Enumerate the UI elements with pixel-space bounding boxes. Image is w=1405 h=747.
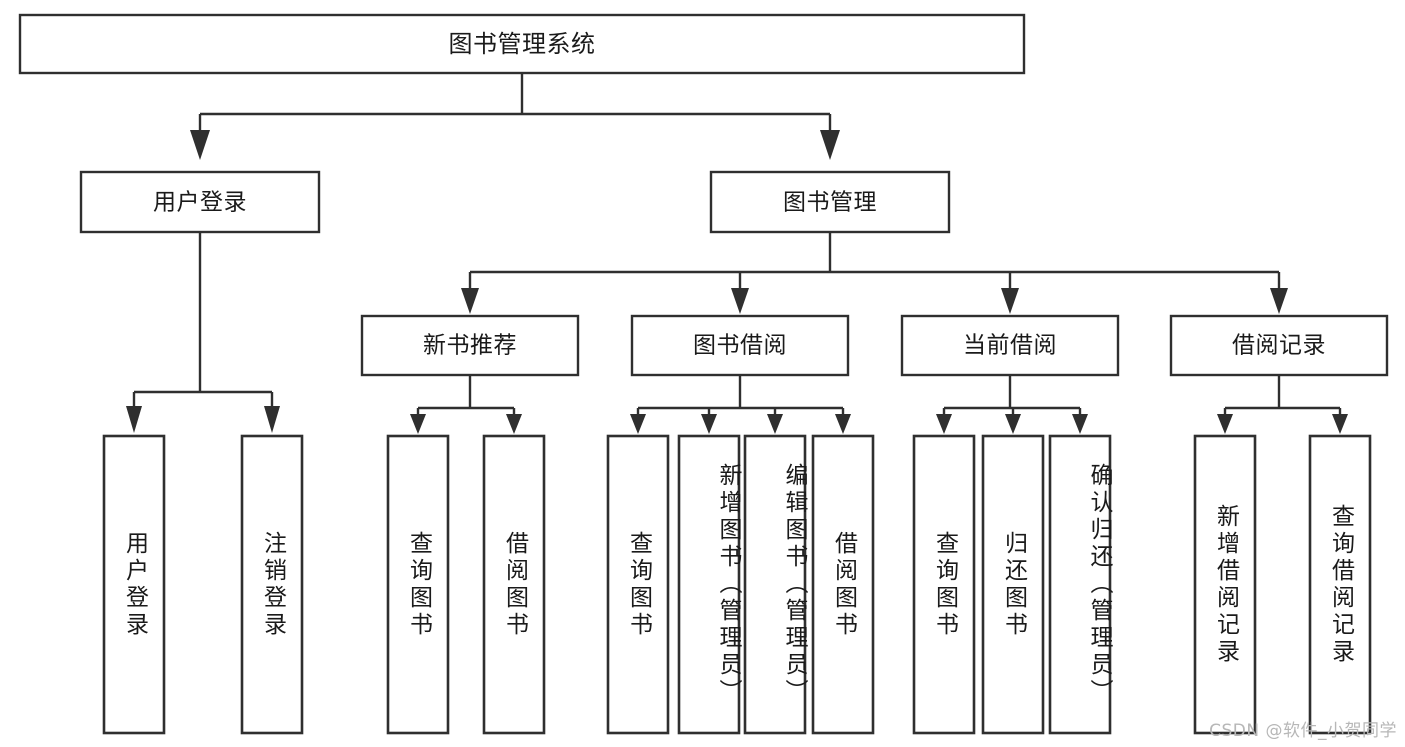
leaf-box-query-record[interactable] [1308,434,1372,735]
arrow-head-user-login [190,130,210,160]
connector-group-user-login-leaves [126,232,280,433]
arrow-head-book-manage [820,130,840,160]
leaf-box-add-record[interactable] [1193,434,1257,735]
node-new-book-rec-label: 新书推荐 [423,333,517,359]
csdn-watermark: CSDN @软件_小贺同学 [1209,721,1397,741]
leaf-box-confirm-return[interactable] [1048,434,1112,735]
node-current-borrow-label: 当前借阅 [963,333,1057,359]
arrow-head-leaf-query-record [1332,414,1348,434]
node-user-login[interactable]: 用户登录 [79,170,321,234]
connector-group-new-book-rec-leaves [410,375,522,434]
arrow-head-leaf-borrow-book-rec [506,414,522,434]
connector-group-borrow-record-leaves [1217,375,1348,434]
leaf-box-user-login[interactable] [102,434,166,735]
arrow-head-new-book-rec [461,288,479,314]
arrow-head-leaf-logout [264,406,280,433]
arrow-head-leaf-query-book-rec [410,414,426,434]
arrow-head-borrow-record [1270,288,1288,314]
arrow-head-leaf-return-book [1005,414,1021,434]
node-book-manage-box[interactable] [709,170,951,234]
leaf-box-query-book-rec[interactable] [386,434,450,735]
leaf-box-edit-book[interactable] [743,434,807,735]
node-root-label: 图书管理系统 [449,30,596,58]
arrow-head-leaf-add-record [1217,414,1233,434]
node-borrow-record[interactable]: 借阅记录 [1169,314,1389,377]
leaf-box-borrow-book[interactable] [811,434,875,735]
node-current-borrow[interactable]: 当前借阅 [900,314,1120,377]
node-current-borrow-box[interactable] [900,314,1120,377]
leaf-box-return-book[interactable] [981,434,1045,735]
node-book-manage-label: 图书管理 [783,190,877,216]
node-new-book-rec[interactable]: 新书推荐 [360,314,580,377]
arrow-head-leaf-user-login [126,406,142,433]
arrow-head-leaf-borrow-book [835,414,851,434]
node-borrow-record-label: 借阅记录 [1232,333,1326,359]
leaf-box-query-book-borrow[interactable] [606,434,670,735]
node-book-borrow-box[interactable] [630,314,850,377]
node-root-box[interactable] [18,13,1026,75]
arrow-head-leaf-query-book-cur [936,414,952,434]
connector-group-book-borrow-leaves [630,375,851,434]
connector-group-current-borrow-leaves [936,375,1088,434]
leaf-box-borrow-book-rec[interactable] [482,434,546,735]
node-new-book-rec-box[interactable] [360,314,580,377]
arrow-head-leaf-query-book-borrow [630,414,646,434]
node-user-login-label: 用户登录 [153,190,247,216]
node-borrow-record-box[interactable] [1169,314,1389,377]
leaf-box-add-book[interactable] [677,434,741,735]
connector-group-book-manage-to-level3 [461,232,1288,314]
node-book-borrow-label: 图书借阅 [693,333,787,359]
node-book-borrow[interactable]: 图书借阅 [630,314,850,377]
arrow-head-book-borrow [731,288,749,314]
node-root[interactable]: 图书管理系统 [18,13,1026,75]
node-book-manage[interactable]: 图书管理 [709,170,951,234]
arrow-head-leaf-edit-book [767,414,783,434]
connector-group-root-to-level2 [190,73,840,160]
arrow-head-leaf-confirm-return [1072,414,1088,434]
arrow-head-leaf-add-book [701,414,717,434]
node-user-login-box[interactable] [79,170,321,234]
leaf-box-query-book-cur[interactable] [912,434,976,735]
leaf-box-logout[interactable] [240,434,304,735]
arrow-head-current-borrow [1001,288,1019,314]
